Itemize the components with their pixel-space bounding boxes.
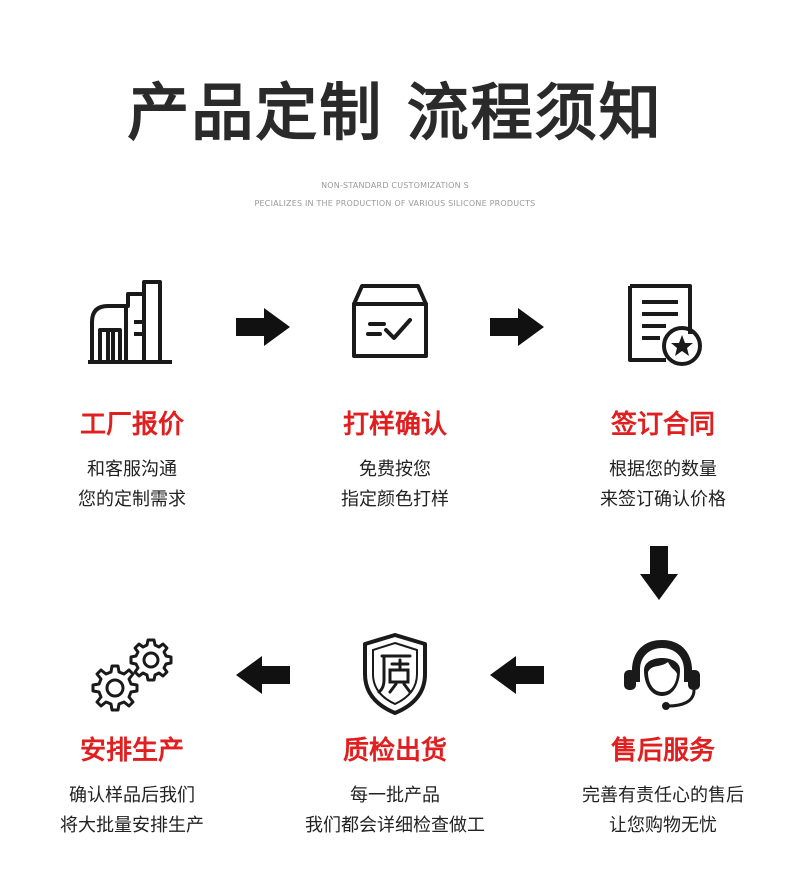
step-desc-service-2: 让您购物无忧: [609, 815, 717, 836]
gears-icon: [91, 638, 173, 712]
step-desc-service-1: 完善有责任心的售后: [582, 785, 744, 806]
step-title-inspection: 质检出货: [342, 736, 447, 766]
arrow-right-icon: [236, 308, 290, 346]
step-title-sample: 打样确认: [342, 410, 447, 440]
box-check-icon: [352, 284, 428, 358]
step-desc-contract-1: 根据您的数量: [609, 459, 717, 480]
quality-shield-icon: [363, 633, 427, 715]
arrow-left-icon: [490, 656, 544, 694]
step-title-quote: 工厂报价: [79, 410, 184, 440]
step-desc-contract-2: 来签订确认价格: [600, 489, 726, 510]
arrow-right-icon: [490, 308, 544, 346]
arrow-down-icon: [640, 546, 678, 600]
step-desc-production-1: 确认样品后我们: [69, 785, 195, 806]
step-title-contract: 签订合同: [610, 410, 715, 440]
step-title-service: 售后服务: [610, 736, 715, 766]
step-desc-inspection-2: 我们都会详细检查做工: [305, 815, 485, 836]
step-desc-production-2: 将大批量安排生产: [60, 815, 204, 836]
page-title: 产品定制 流程须知: [127, 76, 663, 149]
contract-star-icon: [628, 284, 702, 366]
headset-service-icon: [624, 640, 700, 710]
subtitle-line-1: NON-STANDARD CUSTOMIZATION S: [321, 181, 469, 190]
step-title-production: 安排生产: [79, 736, 184, 766]
factory-icon: [88, 280, 172, 364]
step-desc-inspection-1: 每一批产品: [350, 785, 440, 806]
step-desc-sample-1: 免费按您: [359, 459, 431, 480]
step-desc-quote-1: 和客服沟通: [87, 459, 177, 480]
step-desc-sample-2: 指定颜色打样: [341, 489, 449, 510]
arrow-left-icon: [236, 656, 290, 694]
subtitle-line-2: PECIALIZES IN THE PRODUCTION OF VARIOUS …: [254, 199, 536, 208]
step-desc-quote-2: 您的定制需求: [78, 489, 186, 510]
